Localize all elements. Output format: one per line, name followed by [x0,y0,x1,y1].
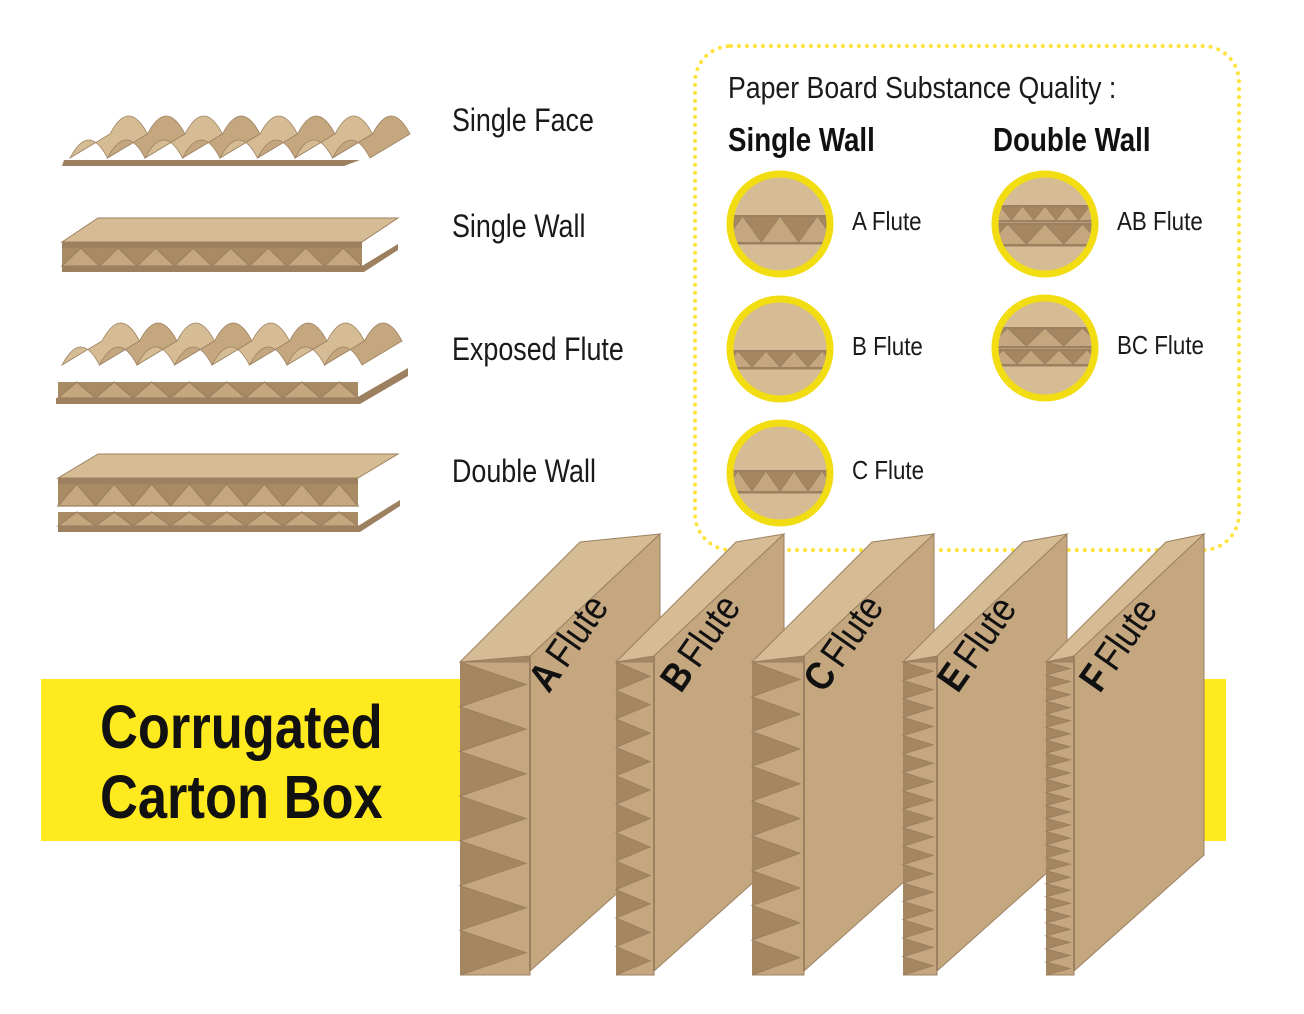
single-wall-bottom [62,244,398,272]
double-wall-flute-upper-gap [58,484,358,506]
double-wall-base [58,500,400,532]
flute-label: C Flute [852,455,925,485]
double-wall-heading: Double Wall [993,121,1151,158]
single-wall-flute-b: B Flute [724,293,964,405]
flute-label: AB Flute [1117,206,1203,236]
double-wall-flute-lower [56,511,360,527]
double-wall-flute-upper [56,483,360,507]
flute-zigzag [901,661,938,976]
double-wall-flute-lower-gap [58,512,358,526]
label-double-wall: Double Wall [452,453,596,489]
double-wall-top-edge [58,478,358,484]
flute-zigzag [1044,661,1075,976]
flute-cross-section-icon [726,419,834,527]
single-face-board [62,115,411,166]
banner-title-line-1: Corrugated [100,693,383,761]
flute-zigzag [614,661,655,976]
double-wall-flute-ab: AB Flute [989,168,1229,280]
flute-sheet-c [750,532,936,976]
quality-panel-title: Paper Board Substance Quality : [728,70,1117,105]
flute-label: B Flute [852,331,923,361]
single-wall-flute-gap [62,248,362,266]
flute-sheet-f [1044,532,1206,976]
double-wall-board [56,453,400,532]
flute-zigzag [458,661,531,976]
single-wall-flute-c: C Flute [724,417,964,529]
label-single-wall: Single Wall [452,208,586,244]
board-type-illustrations [56,115,411,532]
yellow-ring [726,419,834,527]
paper-texture [733,302,827,396]
flute-label: A Flute [852,206,922,236]
single-face-ridge [331,115,411,160]
banner-title-line-2: Carton Box [100,763,383,831]
exposed-flute-lower [56,381,360,399]
single-wall-top-edge [62,242,362,248]
double-wall-flute-bc: BC Flute [989,292,1229,404]
single-wall-board [60,217,400,272]
exposed-flute-base [56,368,408,404]
yellow-ring [991,170,1099,278]
flute-cross-section-icon [726,295,834,403]
yellow-ring [991,294,1099,402]
exposed-flute-lower-gap [58,382,358,398]
flute-sheet-e [901,532,1069,976]
single-wall-flute-a: A Flute [724,168,964,280]
flute-cross-section-icon [991,294,1099,402]
banner-title: Corrugated Carton Box [100,692,427,832]
label-single-face: Single Face [452,102,594,138]
label-exposed-flute: Exposed Flute [452,331,624,367]
yellow-ring [726,295,834,403]
flute-cross-section-icon [726,170,834,278]
flute-cross-section-icon [991,170,1099,278]
flute-sheet-b [614,532,786,976]
single-wall-heading: Single Wall [728,121,875,158]
single-face-liner [62,160,360,166]
yellow-ring [726,170,834,278]
single-wall-flute [60,247,364,267]
flute-label: BC Flute [1117,330,1204,360]
exposed-flute-top-ridge [323,322,403,367]
flute-zigzag [750,661,805,976]
exposed-flute-board [56,322,408,404]
